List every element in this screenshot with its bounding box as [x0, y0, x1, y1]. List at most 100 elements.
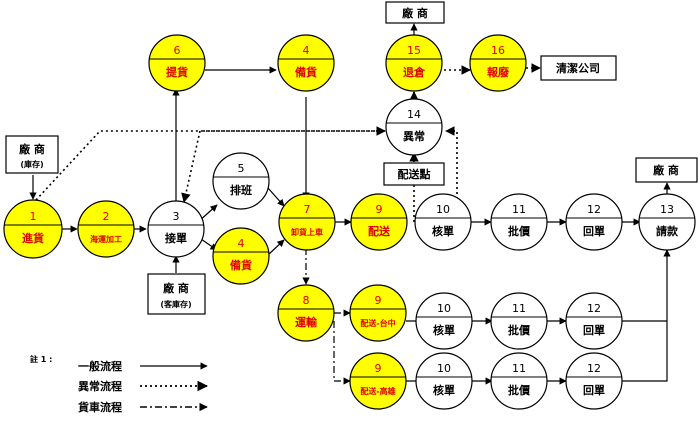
abnormal-connectors	[29, 23, 541, 222]
node-number: 4	[303, 44, 310, 57]
node-circle	[565, 193, 623, 251]
edge-10-14	[445, 126, 458, 199]
node-circle	[278, 193, 336, 251]
node-label: 請款	[656, 224, 679, 238]
node-n10b: 10 核單	[415, 292, 473, 350]
node-circle	[3, 199, 63, 259]
node-label: 提貨	[166, 65, 188, 79]
node-label: 核單	[433, 383, 455, 397]
node-n10: 10 核單	[414, 193, 472, 251]
node-number: 5	[238, 162, 245, 175]
node-circle	[385, 98, 443, 156]
node-number: 8	[303, 294, 310, 307]
node-circle	[77, 200, 135, 258]
box-delivery-point-label: 配送點	[398, 167, 431, 181]
node-label: 核單	[432, 224, 454, 238]
node-label: 回單	[583, 224, 605, 238]
node-number: 9	[375, 294, 382, 307]
edge-12c-13	[622, 249, 671, 382]
box-vendor-right: 廠 商	[635, 157, 698, 183]
node-label: 異常	[403, 129, 425, 143]
node-circle	[148, 34, 206, 92]
node-label: 海運加工	[90, 234, 122, 244]
node-circle	[212, 152, 270, 210]
node-label: 配送-高雄	[360, 386, 395, 396]
edge-5-7	[267, 187, 285, 207]
node-circle	[385, 34, 443, 92]
edge-14-3	[181, 130, 385, 203]
node-circle	[565, 292, 623, 350]
node-circle	[565, 352, 623, 410]
node-label: 退倉	[403, 65, 426, 79]
node-n4b: 4備貨	[212, 227, 270, 285]
node-number: 15	[407, 44, 421, 57]
node-number: 12	[587, 362, 601, 375]
edge-4b-7	[267, 239, 285, 256]
node-circle	[490, 352, 548, 410]
node-n4t: 4備貨	[277, 34, 335, 92]
box-vendor-right-label: 廠 商	[653, 163, 679, 177]
node-n3: 3 接單	[147, 200, 205, 258]
node-circle	[349, 284, 407, 342]
node-number: 12	[587, 302, 601, 315]
node-n11: 11 批價	[490, 193, 548, 251]
legend-label-abnormal: 異常流程	[78, 379, 122, 393]
box-cleaning: 清潔公司	[540, 55, 617, 81]
node-label: 配送	[368, 224, 391, 238]
node-n15: 15 退倉	[385, 34, 443, 92]
node-number: 6	[174, 44, 181, 57]
node-number: 10	[437, 362, 451, 375]
node-n12b: 12 回單	[565, 292, 623, 350]
node-n9c: 9 配送-高雄	[349, 352, 407, 410]
node-n8: 8 運輸	[277, 284, 335, 342]
edge-8-9c	[333, 321, 351, 385]
box-vendor-top-label: 廠 商	[402, 6, 428, 20]
node-circle	[415, 292, 473, 350]
node-number: 10	[437, 302, 451, 315]
box-vendor-stock-line1: 廠 商	[19, 142, 45, 156]
node-number: 3	[173, 210, 180, 223]
node-circle	[277, 34, 335, 92]
node-number: 13	[660, 203, 674, 216]
box-vendor-cust-stock-line1: 廠 商	[163, 281, 189, 295]
edge-1-abnormal	[35, 126, 386, 201]
node-label: 運輸	[295, 315, 318, 329]
node-label: 回單	[583, 323, 605, 337]
node-label: 卸貨上車	[291, 227, 323, 237]
node-n10c: 10 核單	[415, 352, 473, 410]
node-number: 10	[436, 203, 450, 216]
nodes: 1進貨2海運加工3接單5排班4備貨6提貨4備貨7卸貨上車9配送10核單11批價1…	[3, 34, 696, 410]
node-label: 核單	[433, 323, 455, 337]
node-circle	[490, 292, 548, 350]
node-n9: 9配送	[350, 193, 408, 251]
node-label: 批價	[508, 224, 531, 238]
node-number: 7	[304, 203, 311, 216]
node-n13: 13 請款	[638, 193, 696, 251]
node-n11b: 11 批價	[490, 292, 548, 350]
legend: 註 1 : 一般流程 異常流程 貨車流程	[30, 354, 209, 414]
node-circle	[490, 193, 548, 251]
node-number: 14	[407, 108, 421, 121]
node-circle	[469, 34, 527, 92]
legend-label-general: 一般流程	[78, 359, 122, 373]
node-number: 9	[375, 362, 382, 375]
legend-label-truck: 貨車流程	[78, 400, 122, 414]
node-label: 回單	[583, 383, 605, 397]
node-label: 配送-台中	[360, 318, 395, 328]
node-n14: 14 異常	[385, 98, 443, 156]
node-number: 11	[512, 203, 526, 216]
node-n12c: 12 回單	[565, 352, 623, 410]
node-circle	[147, 200, 205, 258]
node-number: 11	[512, 302, 526, 315]
box-vendor-stock-line2: (庫存)	[20, 159, 43, 169]
box-vendor-top: 廠 商	[385, 1, 445, 24]
node-label: 接單	[165, 231, 187, 245]
node-n5: 5排班	[212, 152, 270, 210]
node-label: 批價	[508, 323, 531, 337]
box-vendor-cust-stock: 廠 商 (客庫存)	[147, 273, 206, 315]
node-number: 4	[238, 237, 245, 250]
